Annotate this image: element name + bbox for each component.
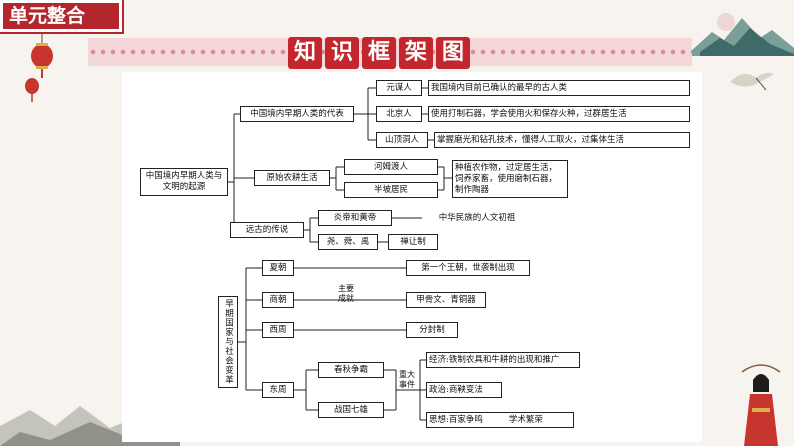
major-events-text: 重大事件 <box>399 370 415 389</box>
knowledge-diagram: 中国境内早期人类与文明的起源 中国境内早期人类的代表 原始农耕生活 远古的传说 … <box>122 72 702 442</box>
human-box-peking: 北京人 <box>376 106 422 122</box>
legend-name: 炎帝和黄帝 <box>333 212 377 223</box>
branch-box-farming: 原始农耕生活 <box>254 170 330 186</box>
mountain-decoration-icon <box>690 13 794 56</box>
period-name: 战国七雄 <box>333 404 368 415</box>
dynasty-desc: 甲骨文、青铜器 <box>416 294 476 305</box>
event-box-thought: 思想:百家争鸣 学术繁荣 <box>426 412 574 428</box>
crane-icon <box>730 72 774 91</box>
dynasty-desc-western-zhou: 分封制 <box>406 322 458 338</box>
title-char: 框 <box>362 37 396 69</box>
event-text: 经济:铁制农具和牛耕的出现和推广 <box>429 354 560 365</box>
title-char: 知 <box>288 37 322 69</box>
branch-label: 原始农耕生活 <box>266 172 318 183</box>
unit-badge: 单元整合 <box>0 0 124 34</box>
branch-box-legends: 远古的传说 <box>230 222 304 238</box>
human-desc-yuanmou: 我国境内目前已确认的最早的古人类 <box>428 80 690 96</box>
dynasty-box-western-zhou: 西周 <box>262 322 294 338</box>
period-box-warring-states: 战国七雄 <box>318 402 384 418</box>
farming-site: 河姆渡人 <box>373 161 408 172</box>
legend-desc: 禅让制 <box>400 236 426 247</box>
page-title: 知 识 框 架 图 <box>288 37 470 69</box>
girl-figure-icon <box>741 364 781 446</box>
legend-desc-abdication: 禅让制 <box>388 234 438 250</box>
unit-label: 单元整合 <box>9 5 86 27</box>
root-box-origins: 中国境内早期人类与文明的起源 <box>140 168 228 196</box>
dynasty-box-eastern-zhou: 东周 <box>262 382 294 398</box>
farming-box-hemudu: 河姆渡人 <box>344 159 438 175</box>
period-name: 春秋争霸 <box>333 364 368 375</box>
lantern-icon <box>25 34 53 102</box>
farming-desc-text: 种植农作物，过定居生活，饲养家畜，使用磨制石器，制作陶器 <box>455 162 558 195</box>
human-name: 元谋人 <box>386 82 412 93</box>
main-achievement-text: 主要成就 <box>338 284 354 303</box>
main-achievement-label: 主要成就 <box>336 284 356 304</box>
event-text: 政治:商鞅变法 <box>429 384 483 395</box>
dynasty-desc: 分封制 <box>419 324 445 335</box>
title-char: 架 <box>399 37 433 69</box>
farming-box-banpo: 半坡居民 <box>344 182 438 198</box>
dynasty-box-shang: 商朝 <box>262 292 294 308</box>
event-box-politics: 政治:商鞅变法 <box>426 382 502 398</box>
event-box-economy: 经济:铁制农具和牛耕的出现和推广 <box>426 352 580 368</box>
human-name: 山顶洞人 <box>384 134 419 145</box>
thought-from: 思想:百家争鸣 <box>429 414 483 425</box>
major-events-label: 重大事件 <box>398 370 416 390</box>
farming-desc: 种植农作物，过定居生活，饲养家畜，使用磨制石器，制作陶器 <box>452 160 568 198</box>
human-box-upper-cave: 山顶洞人 <box>376 132 428 148</box>
legend-desc: 中华民族的人文初祖 <box>438 212 516 223</box>
human-desc: 我国境内目前已确认的最早的古人类 <box>431 82 568 93</box>
human-desc-upper-cave: 掌握磨光和钻孔技术，懂得人工取火，过集体生活 <box>434 132 690 148</box>
period-box-spring-autumn: 春秋争霸 <box>318 362 384 378</box>
human-desc-peking: 使用打制石器，学会使用火和保存火种，过群居生活 <box>428 106 690 122</box>
dynasty-desc-shang: 甲骨文、青铜器 <box>406 292 486 308</box>
dynasty-name: 东周 <box>269 384 287 395</box>
title-char: 识 <box>325 37 359 69</box>
legend-box-yan-huang: 炎帝和黄帝 <box>318 210 392 226</box>
dynasty-desc-xia: 第一个王朝，世袭制出现 <box>406 260 530 276</box>
legend-name: 尧、舜、禹 <box>326 236 370 247</box>
dynasty-name: 夏朝 <box>269 262 287 273</box>
branch-label: 中国境内早期人类的代表 <box>250 108 344 119</box>
title-char: 图 <box>436 37 470 69</box>
dynasty-desc: 第一个王朝，世袭制出现 <box>421 262 515 273</box>
human-name: 北京人 <box>386 108 412 119</box>
legend-box-yao-shun-yu: 尧、舜、禹 <box>318 234 378 250</box>
legend-desc-yan-huang: 中华民族的人文初祖 <box>422 210 532 226</box>
root-label-vertical: 早期国家与社会变革 <box>223 299 234 385</box>
branch-box-early-humans: 中国境内早期人类的代表 <box>240 106 354 122</box>
root-box-early-states: 早期国家与社会变革 <box>218 296 238 388</box>
human-desc: 使用打制石器，学会使用火和保存火种，过群居生活 <box>431 108 627 119</box>
dynasty-name: 商朝 <box>269 294 287 305</box>
human-box-yuanmou: 元谋人 <box>376 80 422 96</box>
farming-site: 半坡居民 <box>373 184 408 195</box>
root-label: 中国境内早期人类与文明的起源 <box>145 171 223 192</box>
human-desc: 掌握磨光和钻孔技术，懂得人工取火，过集体生活 <box>437 134 625 145</box>
branch-label: 远古的传说 <box>245 224 289 235</box>
dynasty-box-xia: 夏朝 <box>262 260 294 276</box>
dynasty-name: 西周 <box>269 324 287 335</box>
thought-to: 学术繁荣 <box>508 414 543 425</box>
